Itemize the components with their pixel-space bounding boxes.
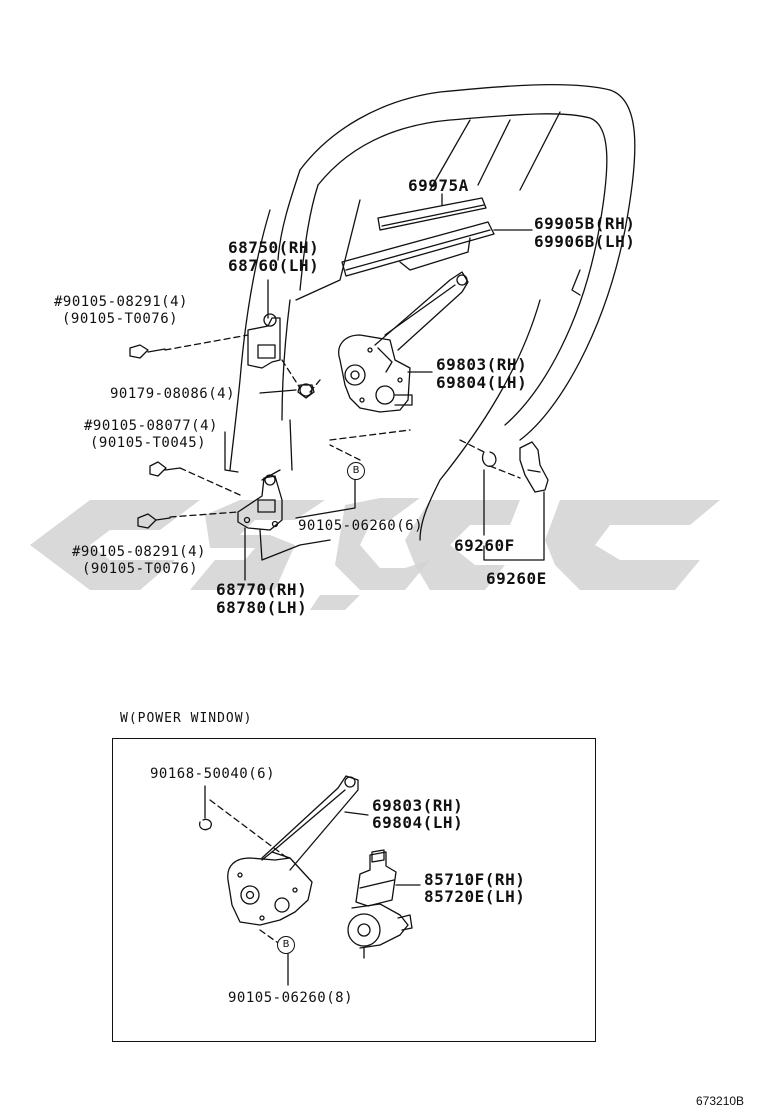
part-label-90105-t0076-lower: (90105-T0076)	[82, 561, 199, 577]
part-label-69260e: 69260E	[486, 569, 547, 588]
part-label-69803-rh-pw: 69803(RH)	[372, 796, 464, 815]
door-frame-inner	[317, 113, 608, 426]
part-label-68780-lh: 68780(LH)	[216, 598, 308, 617]
part-label-69905b-rh: 69905B(RH)	[534, 214, 636, 233]
part-label-69803-rh: 69803(RH)	[436, 355, 528, 374]
part-label-68750-rh: 68750(RH)	[228, 238, 320, 257]
part-label-90105-t0045: (90105-T0045)	[90, 435, 207, 451]
part-label-68760-lh: 68760(LH)	[228, 256, 320, 275]
part-label-90105-08077: #90105-08077(4)	[84, 418, 218, 434]
part-label-85710f-rh: 85710F(RH)	[424, 870, 526, 889]
part-label-90168-50040: 90168-50040(6)	[150, 766, 276, 782]
callout-b-marker: B	[277, 936, 295, 954]
part-label-69260f: 69260F	[454, 536, 515, 555]
figure-number: 673210B	[696, 1094, 745, 1108]
part-label-69975a: 69975A	[408, 176, 469, 195]
part-label-69804-lh: 69804(LH)	[436, 373, 528, 392]
part-label-85720e-lh: 85720E(LH)	[424, 887, 526, 906]
power-window-inset-frame	[112, 738, 596, 1042]
part-label-68770-rh: 68770(RH)	[216, 580, 308, 599]
part-label-90179-08086: 90179-08086(4)	[110, 386, 236, 402]
part-label-69906b-lh: 69906B(LH)	[534, 232, 636, 251]
part-label-90105-08291-top: #90105-08291(4)	[54, 294, 188, 310]
part-label-90105-06260-8: 90105-06260(8)	[228, 990, 354, 1006]
part-label-90105-08291-lower: #90105-08291(4)	[72, 544, 206, 560]
callout-b-marker: B	[347, 462, 365, 480]
part-label-90105-06260-6: 90105-06260(6)	[298, 518, 424, 534]
part-label-90105-t0076-top: (90105-T0076)	[62, 311, 179, 327]
power-window-caption: W(POWER WINDOW)	[120, 711, 253, 726]
door-frame-outer	[299, 84, 636, 441]
part-label-69804-lh-pw: 69804(LH)	[372, 813, 464, 832]
